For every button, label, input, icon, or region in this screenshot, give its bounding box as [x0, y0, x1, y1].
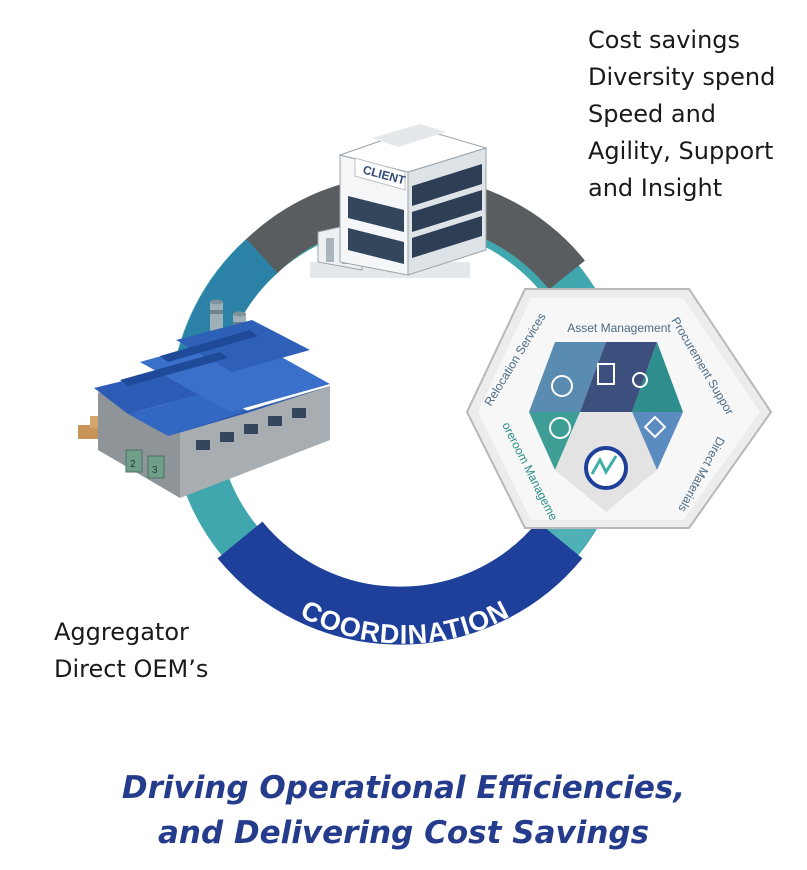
supplier-item: Aggregator	[54, 618, 189, 646]
person-icon	[632, 372, 648, 388]
benefit-item: Agility, Support	[588, 137, 774, 165]
materials-icon	[643, 415, 667, 439]
benefit-item: Diversity spend	[588, 63, 776, 91]
factory-door-2: 2	[130, 459, 136, 470]
segment-procurement-tile	[632, 342, 683, 412]
logo-icon	[584, 446, 628, 490]
client-benefits-list: Cost savings Diversity spend Speed and A…	[588, 22, 775, 207]
segment-asset-tile	[580, 342, 657, 412]
caption-line-1: Driving Operational Efficiencies,	[121, 770, 686, 806]
dollar-gear-icon	[549, 417, 571, 439]
benefit-item: and Insight	[588, 174, 723, 202]
ring-segment-navy	[217, 521, 583, 645]
segment-asset-label: Asset Management	[567, 321, 671, 335]
segment-storeroom-tile	[529, 412, 580, 470]
factory-icon: 2 3	[78, 299, 330, 498]
globe-icon	[551, 375, 573, 397]
factory-door-3: 3	[152, 465, 158, 476]
supplier-list: Aggregator Direct OEM’s	[54, 614, 208, 688]
benefit-item: Speed and	[588, 100, 717, 128]
client-building-icon: CLIENT	[310, 124, 488, 278]
document-icon	[597, 363, 615, 385]
caption-line-2: and Delivering Cost Savings	[157, 815, 650, 851]
supplier-item: Direct OEM’s	[54, 655, 209, 683]
benefit-item: Cost savings	[588, 26, 741, 54]
